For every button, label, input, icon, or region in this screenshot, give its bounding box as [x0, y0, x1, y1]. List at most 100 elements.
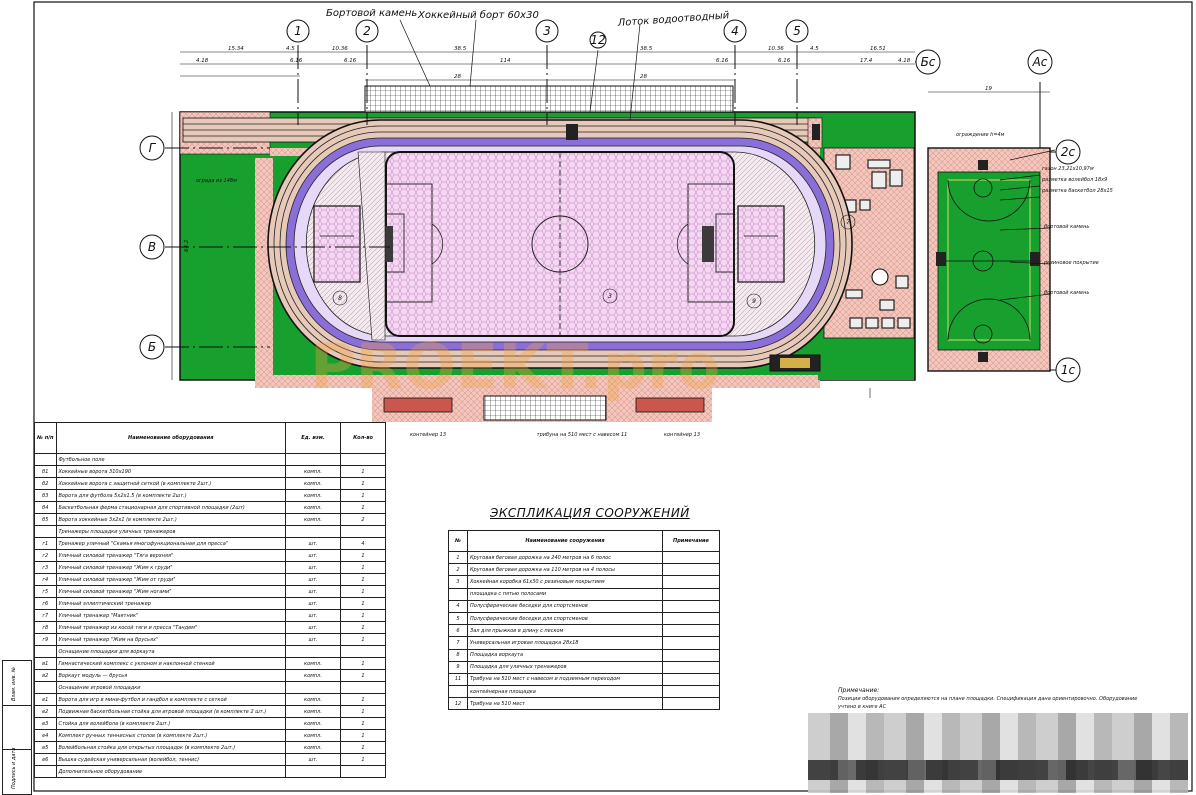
- structure-note: [662, 660, 720, 674]
- dimension-label: 6.16: [716, 58, 729, 64]
- structure-name: Круговая беговая дорожка на 110 метров н…: [467, 563, 663, 577]
- dimension-label: 28: [454, 74, 461, 80]
- court-callout: бортовой камень: [1044, 224, 1089, 230]
- structure-num: 3: [448, 575, 468, 589]
- equipment-name: Уличный силовой тренажер "Жим от груди": [55, 573, 286, 586]
- equipment-name: Воркаут модуль — брусья: [55, 669, 286, 682]
- equipment-code: г7: [34, 609, 57, 622]
- court-callout: бортовой камень: [1044, 290, 1089, 296]
- callout-leaders: [399, 19, 1056, 301]
- equipment-unit: шт.: [285, 585, 341, 598]
- dimension-label: 4.5: [810, 46, 819, 52]
- equipment-qty: 2: [340, 513, 386, 526]
- structure-num: 12: [448, 697, 468, 711]
- axis-special-label: 1с: [1061, 363, 1076, 377]
- axis-special-bubble: [1055, 139, 1081, 165]
- equipment-name: Уличный силовой тренажер "Жим к груди": [55, 561, 286, 574]
- equipment-unit: компл.: [285, 693, 341, 706]
- dimension-label: 114: [500, 58, 511, 64]
- structure-note: [662, 672, 720, 687]
- structure-note: [662, 648, 720, 662]
- equipment-qty: 1: [340, 693, 386, 706]
- container-left: [383, 397, 453, 413]
- structure-name: Трибуна на 510 мест с навесом и подземны…: [467, 672, 663, 687]
- dimension-label: 15.34: [228, 46, 244, 52]
- axis-row-label: В: [148, 240, 156, 254]
- structure-name: Хоккейная коробка 61х30 с резиновым покр…: [467, 575, 663, 589]
- dimension-label: 4.18: [196, 58, 209, 64]
- equipment-row: Футбольное поле: [34, 453, 386, 466]
- structure-num: 5: [448, 611, 468, 626]
- callout-border-stone: Бортовой камень: [326, 8, 417, 19]
- equipment-name: Ворота для игр в мини-футбол и гандбол в…: [55, 693, 286, 706]
- note-left: ограда из 148м: [196, 178, 237, 184]
- equipment-unit: шт.: [285, 561, 341, 574]
- structure-note: [662, 624, 720, 638]
- equipment-name: Уличный тренажер "Маятник": [55, 609, 286, 622]
- equipment-code: г9: [34, 633, 57, 646]
- structure-num: [448, 685, 468, 699]
- equipment-table: № п/п Наименование оборудования Ед. изм.…: [34, 422, 386, 778]
- equipment-code: в1: [34, 657, 57, 670]
- axis-column-bubble: [535, 19, 559, 43]
- equipment-name: Оснащение площадки для воркаута: [55, 645, 286, 658]
- equipment-header-num: № п/п: [34, 422, 57, 454]
- structure-name: Универсальная игровая площадка 28х18: [467, 636, 663, 650]
- equipment-code: [34, 645, 57, 658]
- structure-num: 9: [448, 660, 468, 674]
- structure-num: 1: [448, 550, 468, 565]
- equipment-unit: [285, 525, 341, 538]
- equipment-code: [34, 681, 57, 694]
- equipment-code: г4: [34, 573, 57, 586]
- equipment-code: е2: [34, 705, 57, 718]
- equipment-unit: шт.: [285, 549, 341, 562]
- bottom-item-label: контейнер 13: [410, 432, 446, 438]
- equipment-name: Комплект ручных теннисных столов (в комп…: [55, 729, 286, 742]
- equipment-qty: 1: [340, 597, 386, 610]
- structure-num: [448, 587, 468, 601]
- side-strip: Взам. инв. № Подпись и дата: [2, 660, 32, 795]
- equipment-unit: компл.: [285, 465, 341, 478]
- equipment-qty: 1: [340, 669, 386, 682]
- football-field: [305, 151, 816, 337]
- equipment-code: г6: [34, 597, 57, 610]
- structure-num: 7: [448, 636, 468, 650]
- axis-column-bubble: [785, 19, 809, 43]
- equipment-name: Подвижная баскетбольная стойка для игров…: [55, 705, 286, 718]
- equipment-code: е6: [34, 753, 57, 766]
- court-callout: разметка волейбол 18х9: [1041, 177, 1107, 183]
- equipment-qty: 1: [340, 501, 386, 514]
- equipment-unit: компл.: [285, 657, 341, 670]
- equipment-qty: 1: [340, 609, 386, 622]
- equipment-header-name: Наименование оборудования: [55, 422, 286, 454]
- equipment-unit: компл.: [285, 729, 341, 742]
- equipment-name: Вышка судейская универсальная (волейбол,…: [55, 753, 286, 766]
- trainer-equipment: [835, 154, 911, 329]
- equipment-qty: 1: [340, 621, 386, 634]
- equipment-row: Оснащение площадки для воркаута: [34, 645, 386, 658]
- title-block-band: [808, 760, 1188, 780]
- dim-right-court: 19: [985, 86, 992, 92]
- structure-name: Круговая беговая дорожка на 240 метров н…: [467, 550, 663, 565]
- equipment-qty: 1: [340, 741, 386, 754]
- zone-number: 8: [338, 295, 342, 302]
- callout-drain-tray: Лоток водоотводный: [616, 10, 730, 29]
- equipment-unit: компл.: [285, 501, 341, 514]
- notes-title: Примечание:: [838, 687, 880, 694]
- equipment-name: Тренажер уличный "Скамья многофункционал…: [55, 537, 286, 550]
- axis-column-bubble: [286, 19, 310, 43]
- dimension-label: 4.18: [898, 58, 911, 64]
- equipment-name: Хоккейные ворота с защитной сеткой (в ко…: [55, 477, 286, 490]
- equipment-code: [34, 525, 57, 538]
- equipment-qty: 1: [340, 705, 386, 718]
- equipment-qty: 4: [340, 537, 386, 550]
